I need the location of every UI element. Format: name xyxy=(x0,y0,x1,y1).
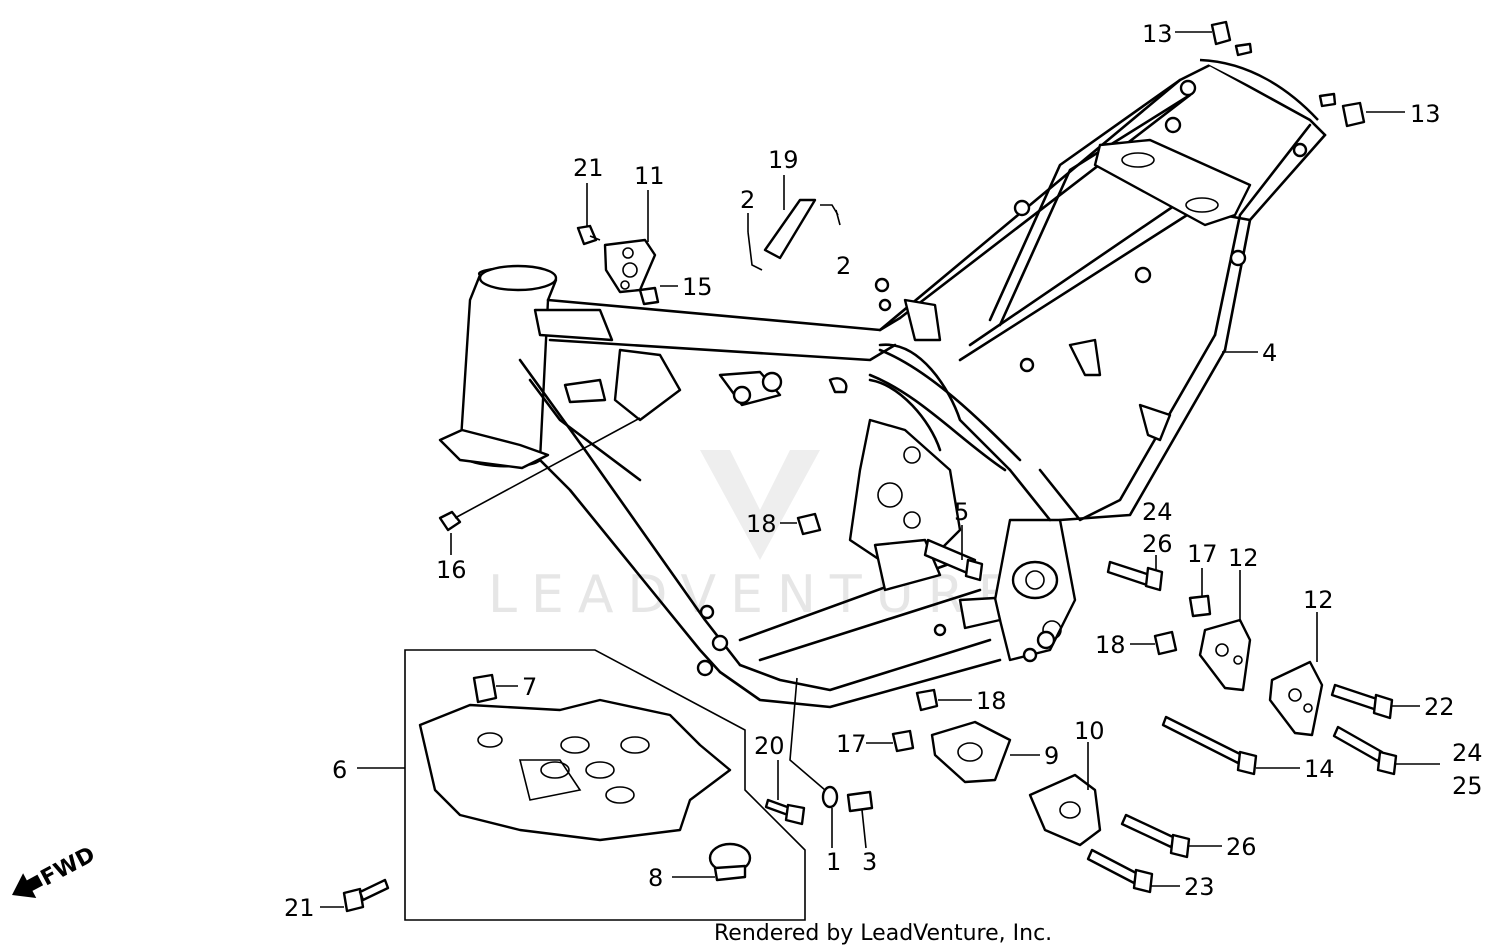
fwd-arrow-icon: FWD xyxy=(12,842,100,898)
bolt-16 xyxy=(438,417,641,532)
nut-13-top xyxy=(1210,20,1253,57)
callout-13-right: 13 xyxy=(1410,100,1441,128)
cap-7 xyxy=(472,673,498,704)
nut-17-lower xyxy=(891,729,915,753)
nut-18-right xyxy=(1153,630,1178,656)
watermark: LEADVENTURE xyxy=(488,450,1025,625)
skid-plate-6 xyxy=(404,649,806,921)
callout-18-right: 18 xyxy=(1095,631,1126,659)
callout-25: 25 xyxy=(1452,772,1483,800)
bolt-15 xyxy=(638,286,660,306)
bracket-11 xyxy=(603,238,657,294)
callout-1: 1 xyxy=(826,848,841,876)
nut-17-upper xyxy=(1188,594,1212,618)
bolt-23 xyxy=(1086,848,1154,894)
nut-18-lower xyxy=(915,688,939,712)
callout-12-right: 12 xyxy=(1303,586,1334,614)
callout-14: 14 xyxy=(1304,755,1335,783)
callout-18-lower: 18 xyxy=(976,687,1007,715)
tube-19 xyxy=(747,198,839,271)
callout-4: 4 xyxy=(1262,339,1277,367)
plate-12-left xyxy=(1198,618,1252,692)
callout-5: 5 xyxy=(954,498,969,526)
callout-6: 6 xyxy=(332,756,347,784)
callout-8: 8 xyxy=(648,864,663,892)
cap-8 xyxy=(708,842,752,882)
nut-13-right xyxy=(1318,92,1366,128)
callout-2-right: 2 xyxy=(836,252,851,280)
callout-13-top: 13 xyxy=(1142,20,1173,48)
fwd-label: FWD xyxy=(37,842,100,891)
callout-9: 9 xyxy=(1044,742,1059,770)
plate-12-right xyxy=(1268,660,1324,737)
callout-21-top: 21 xyxy=(573,154,604,182)
leader-lines xyxy=(320,31,1440,908)
clip-1 xyxy=(789,677,839,809)
callout-15: 15 xyxy=(682,273,713,301)
bolt-26-upper xyxy=(1106,560,1164,592)
callout-26-upper: 26 xyxy=(1142,530,1173,558)
callout-2-left: 2 xyxy=(740,186,755,214)
bolt-26-lower xyxy=(1120,813,1191,859)
footer-credit: Rendered by LeadVenture, Inc. xyxy=(714,921,1052,946)
callout-18-center: 18 xyxy=(746,510,777,538)
bolt-5 xyxy=(923,538,984,582)
watermark-text: LEADVENTURE xyxy=(488,565,1025,625)
frame-body xyxy=(438,58,1327,709)
bracket-10 xyxy=(1028,773,1102,847)
callout-24-lower: 24 xyxy=(1452,739,1483,767)
bolt-21-lower xyxy=(342,878,390,913)
callout-17-upper: 17 xyxy=(1187,540,1218,568)
bolt-24-25 xyxy=(1332,725,1398,776)
callout-20: 20 xyxy=(754,732,785,760)
callout-16: 16 xyxy=(436,556,467,584)
callout-10: 10 xyxy=(1074,717,1105,745)
callout-23: 23 xyxy=(1184,873,1215,901)
callout-7: 7 xyxy=(522,673,537,701)
callout-26-lower: 26 xyxy=(1226,833,1257,861)
bolt-21-top xyxy=(576,224,601,246)
bolt-22 xyxy=(1330,683,1394,720)
callout-12-left: 12 xyxy=(1228,544,1259,572)
callout-22: 22 xyxy=(1424,693,1455,721)
callout-11: 11 xyxy=(634,162,665,190)
bracket-9 xyxy=(930,720,1012,784)
fitting-3 xyxy=(846,790,874,813)
bolt-14 xyxy=(1161,715,1258,776)
callout-21-lower: 21 xyxy=(284,894,315,922)
callout-17-lower: 17 xyxy=(836,730,867,758)
callout-3: 3 xyxy=(862,848,877,876)
nut-18-center xyxy=(796,512,822,536)
callout-19: 19 xyxy=(768,146,799,174)
bolt-20 xyxy=(764,798,806,826)
callout-24-upper: 24 xyxy=(1142,498,1173,526)
callout-labels: 13 13 21 11 19 2 2 15 4 16 18 5 24 26 17… xyxy=(284,20,1483,922)
